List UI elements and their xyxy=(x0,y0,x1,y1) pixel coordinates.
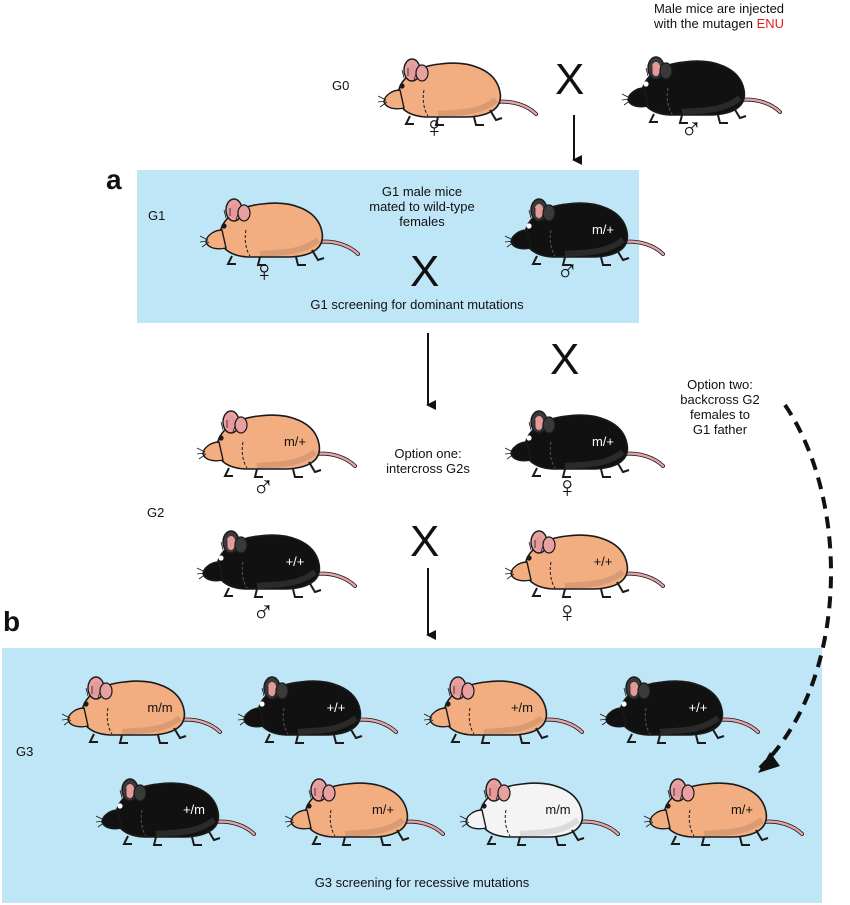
genotype-label: +/m xyxy=(182,802,206,817)
genotype-label: m/m xyxy=(147,700,173,715)
enu-word: ENU xyxy=(756,16,785,31)
genotype-label: m/+ xyxy=(591,222,615,237)
gen-label-g3: G3 xyxy=(16,744,34,759)
panel-letter-b: b xyxy=(3,606,21,637)
option-two-note: Option two: backcross G2 females to G1 f… xyxy=(670,377,770,437)
cross-symbol-g0: X xyxy=(555,55,585,104)
cross-symbol-g2: X xyxy=(410,517,440,566)
option-one-line1: Option one: xyxy=(394,446,462,461)
male-symbol-g1: ♂ xyxy=(556,255,579,288)
option-two-line4: G1 father xyxy=(692,422,748,437)
mouse-g3-row1-3: +/m xyxy=(424,658,584,753)
mouse-g2-female-2: +/+ xyxy=(505,512,665,607)
g1-note-line3: females xyxy=(399,214,445,229)
gen-label-g2: G2 xyxy=(147,505,165,520)
male-symbol-g2-1: ♂ xyxy=(252,471,275,504)
enu-note: Male mice are injected with the mutagen … xyxy=(614,1,824,31)
genotype-label: +/+ xyxy=(688,700,708,715)
option-two-line1: Option two: xyxy=(687,377,753,392)
mouse-g3-row2-2: m/+ xyxy=(285,760,445,855)
genotype-label: m/+ xyxy=(591,434,615,449)
option-two-line3: females to xyxy=(690,407,750,422)
option-one-line2: intercross G2s xyxy=(386,461,470,476)
g3-screening-label: G3 screening for recessive mutations xyxy=(314,875,530,890)
genotype-label: m/+ xyxy=(371,802,395,817)
mouse-g3-row1-2: +/+ xyxy=(238,658,398,753)
g1-note-line1: G1 male mice xyxy=(381,184,463,199)
g1-note-line2: mated to wild-type xyxy=(369,199,475,214)
mouse-g1-female xyxy=(200,180,360,275)
enu-note-line2: with the mutagen ENU xyxy=(614,16,824,31)
mouse-g3-row2-1: +/m xyxy=(96,760,256,855)
mouse-g3-row2-4: m/+ xyxy=(644,760,804,855)
gen-label-g1: G1 xyxy=(148,208,166,223)
enu-note-line1: Male mice are injected xyxy=(653,1,785,16)
genotype-label: +/+ xyxy=(593,554,613,569)
mouse-g2-male-2: +/+ xyxy=(197,512,357,607)
female-symbol-g2-2: ♀ xyxy=(556,596,579,629)
genotype-label: +/+ xyxy=(326,700,346,715)
male-symbol-g2-2: ♂ xyxy=(252,596,275,629)
gen-label-g0: G0 xyxy=(332,78,350,93)
female-symbol-g2-1: ♀ xyxy=(556,471,579,504)
mouse-g3-row1-1: m/m xyxy=(62,658,222,753)
cross-symbol-g1-g2: X xyxy=(550,335,580,384)
cross-symbol-g1: X xyxy=(410,247,440,296)
genotype-label: m/+ xyxy=(283,434,307,449)
genotype-label: m/+ xyxy=(730,802,754,817)
option-one-note: Option one: intercross G2s xyxy=(368,446,488,476)
mouse-g3-row1-4: +/+ xyxy=(600,658,760,753)
mouse-g3-row2-3: m/m xyxy=(460,760,620,855)
genotype-label: +/m xyxy=(510,700,534,715)
panel-letter-a: a xyxy=(106,164,122,195)
genotype-label: +/+ xyxy=(285,554,305,569)
mouse-g0-male xyxy=(622,38,782,133)
mouse-g2-male-1: m/+ xyxy=(197,392,357,487)
female-symbol-g0: ♀ xyxy=(423,111,446,144)
mouse-g2-female-1: m/+ xyxy=(505,392,665,487)
g1-mating-note: G1 male mice mated to wild-type females xyxy=(352,184,492,229)
enu-note-prefix: with the mutagen xyxy=(653,16,753,31)
option-two-line2: backcross G2 xyxy=(680,392,760,407)
mouse-g1-male: m/+ xyxy=(505,180,665,275)
g1-screening-label: G1 screening for dominant mutations xyxy=(310,297,524,312)
mouse-g0-female xyxy=(378,40,538,135)
genotype-label: m/m xyxy=(545,802,571,817)
